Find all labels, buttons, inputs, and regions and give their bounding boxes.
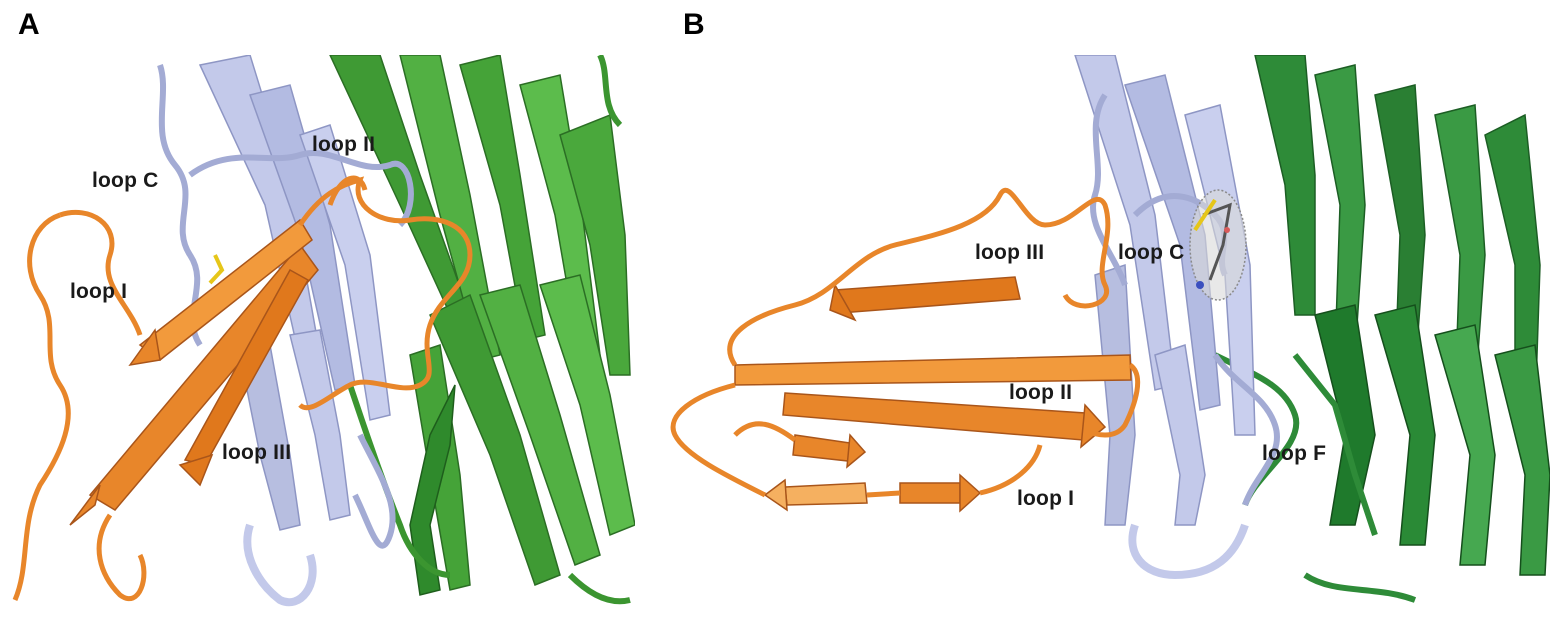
oxygen-atom (1224, 227, 1230, 233)
label-b-loop-iii: loop III (975, 241, 1045, 264)
panel-a-letter: A (18, 8, 40, 41)
panel-a-structure: loop II loop C loop I loop III (0, 55, 635, 615)
panel-a-ribbon-diagram (12, 55, 635, 607)
toxin-molecule (670, 187, 1141, 513)
label-b-loop-ii: loop II (1009, 381, 1073, 404)
ligand-density-mesh (1189, 189, 1247, 301)
panel-b-structure: loop III loop C loop II loop F loop I (655, 55, 1550, 615)
complementary-subunit-b (1213, 55, 1550, 603)
principal-subunit (1074, 55, 1280, 580)
nitrogen-atom (1196, 281, 1204, 289)
label-a-loop-c: loop C (92, 169, 159, 192)
complementary-subunit-a (329, 55, 635, 605)
label-b-loop-c: loop C (1118, 241, 1185, 264)
label-a-loop-ii: loop II (312, 133, 376, 156)
label-b-loop-i: loop I (1017, 487, 1075, 510)
label-b-loop-f: loop F (1262, 442, 1327, 465)
panel-b-ribbon-diagram (670, 55, 1550, 603)
toxin-molecule (12, 175, 473, 602)
panel-b-letter: B (683, 8, 705, 41)
disulfide-bond (208, 254, 225, 285)
label-a-loop-i: loop I (70, 280, 128, 303)
label-a-loop-iii: loop III (222, 441, 292, 464)
